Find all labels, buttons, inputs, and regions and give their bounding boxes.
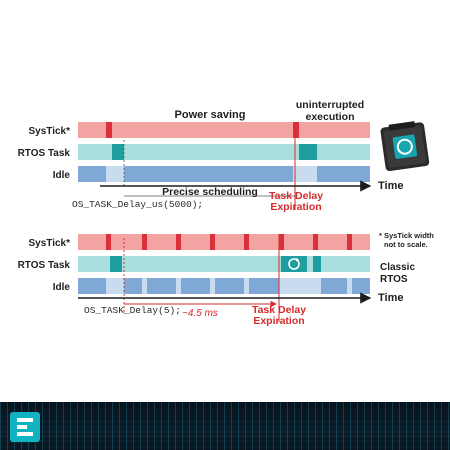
top-row-label-idle: Idle xyxy=(53,170,71,181)
bottom-diagram: SysTick* RTOS Task Idle Time ~4.5 ms OS_… xyxy=(18,231,435,327)
bottom-row-label-rtos: RTOS Task xyxy=(18,260,71,271)
bottom-idle-gaps xyxy=(106,278,352,294)
classic-rtos-line2: RTOS xyxy=(380,274,408,285)
bottom-time-label: Time xyxy=(378,292,403,304)
top-expiration-line2: Expiration xyxy=(270,201,321,213)
reload-icon xyxy=(288,258,300,270)
top-rtos-active-block xyxy=(112,144,124,160)
os-chip-icon xyxy=(380,121,430,172)
systick-pulse xyxy=(347,234,352,250)
code-rain-background xyxy=(0,402,450,450)
idle-gap xyxy=(106,278,124,294)
bottom-rtos-active-block xyxy=(110,256,122,272)
idle-gap xyxy=(210,278,215,294)
idle-gap xyxy=(244,278,249,294)
bottom-systick-pulses xyxy=(106,234,352,250)
top-row-label-rtos: RTOS Task xyxy=(18,148,71,159)
bottom-row-label-systick: SysTick* xyxy=(28,238,70,249)
bottom-expiration-line2: Expiration xyxy=(253,315,304,327)
systick-pulse xyxy=(313,234,318,250)
systick-pulse xyxy=(244,234,249,250)
systick-note-line2: not to scale. xyxy=(384,240,428,249)
top-systick-pulse xyxy=(106,122,112,138)
top-systick-band xyxy=(78,122,370,138)
top-time-label: Time xyxy=(378,180,403,192)
bottom-systick-band xyxy=(78,234,370,250)
systick-note-line1: * SysTick width xyxy=(379,231,434,240)
systick-pulse xyxy=(210,234,215,250)
systick-pulse xyxy=(176,234,181,250)
reload-icon-arrow xyxy=(296,258,299,262)
idle-gap xyxy=(347,278,352,294)
idle-gap xyxy=(142,278,147,294)
top-systick-pulse xyxy=(293,122,299,138)
bottom-rtos-active-block xyxy=(313,256,321,272)
top-code-label: OS_TASK_Delay_us(5000); xyxy=(72,199,203,210)
top-idle-gap xyxy=(106,166,124,182)
top-expiration-line1: Task Delay xyxy=(269,190,323,202)
bottom-rtos-active-block xyxy=(281,256,307,272)
idle-gap xyxy=(279,278,321,294)
bottom-row-label-idle: Idle xyxy=(53,282,71,293)
uninterrupted-label-line1: uninterrupted xyxy=(296,99,364,111)
top-diagram: Power saving uninterrupted execution Sys… xyxy=(18,99,430,213)
bottom-expiration-line1: Task Delay xyxy=(252,304,306,316)
top-rtos-active-block xyxy=(299,144,317,160)
power-saving-label: Power saving xyxy=(175,109,246,121)
timing-diagram: Power saving uninterrupted execution Sys… xyxy=(18,99,435,327)
top-idle-gap xyxy=(293,166,317,182)
top-rtos-band xyxy=(78,144,370,160)
idle-gap xyxy=(176,278,181,294)
systick-pulse xyxy=(142,234,147,250)
top-row-label-systick: SysTick* xyxy=(28,126,70,137)
precise-scheduling-label: Precise scheduling xyxy=(162,186,258,198)
systick-pulse xyxy=(279,234,284,250)
uninterrupted-label-line2: execution xyxy=(305,111,354,123)
bottom-code-label: OS_TASK_Delay(5); xyxy=(84,305,181,316)
classic-rtos-line1: Classic xyxy=(380,262,415,273)
interval-label: ~4.5 ms xyxy=(182,308,218,319)
systick-pulse xyxy=(106,234,111,250)
company-logo-icon xyxy=(10,412,40,442)
footer-banner xyxy=(0,402,450,450)
